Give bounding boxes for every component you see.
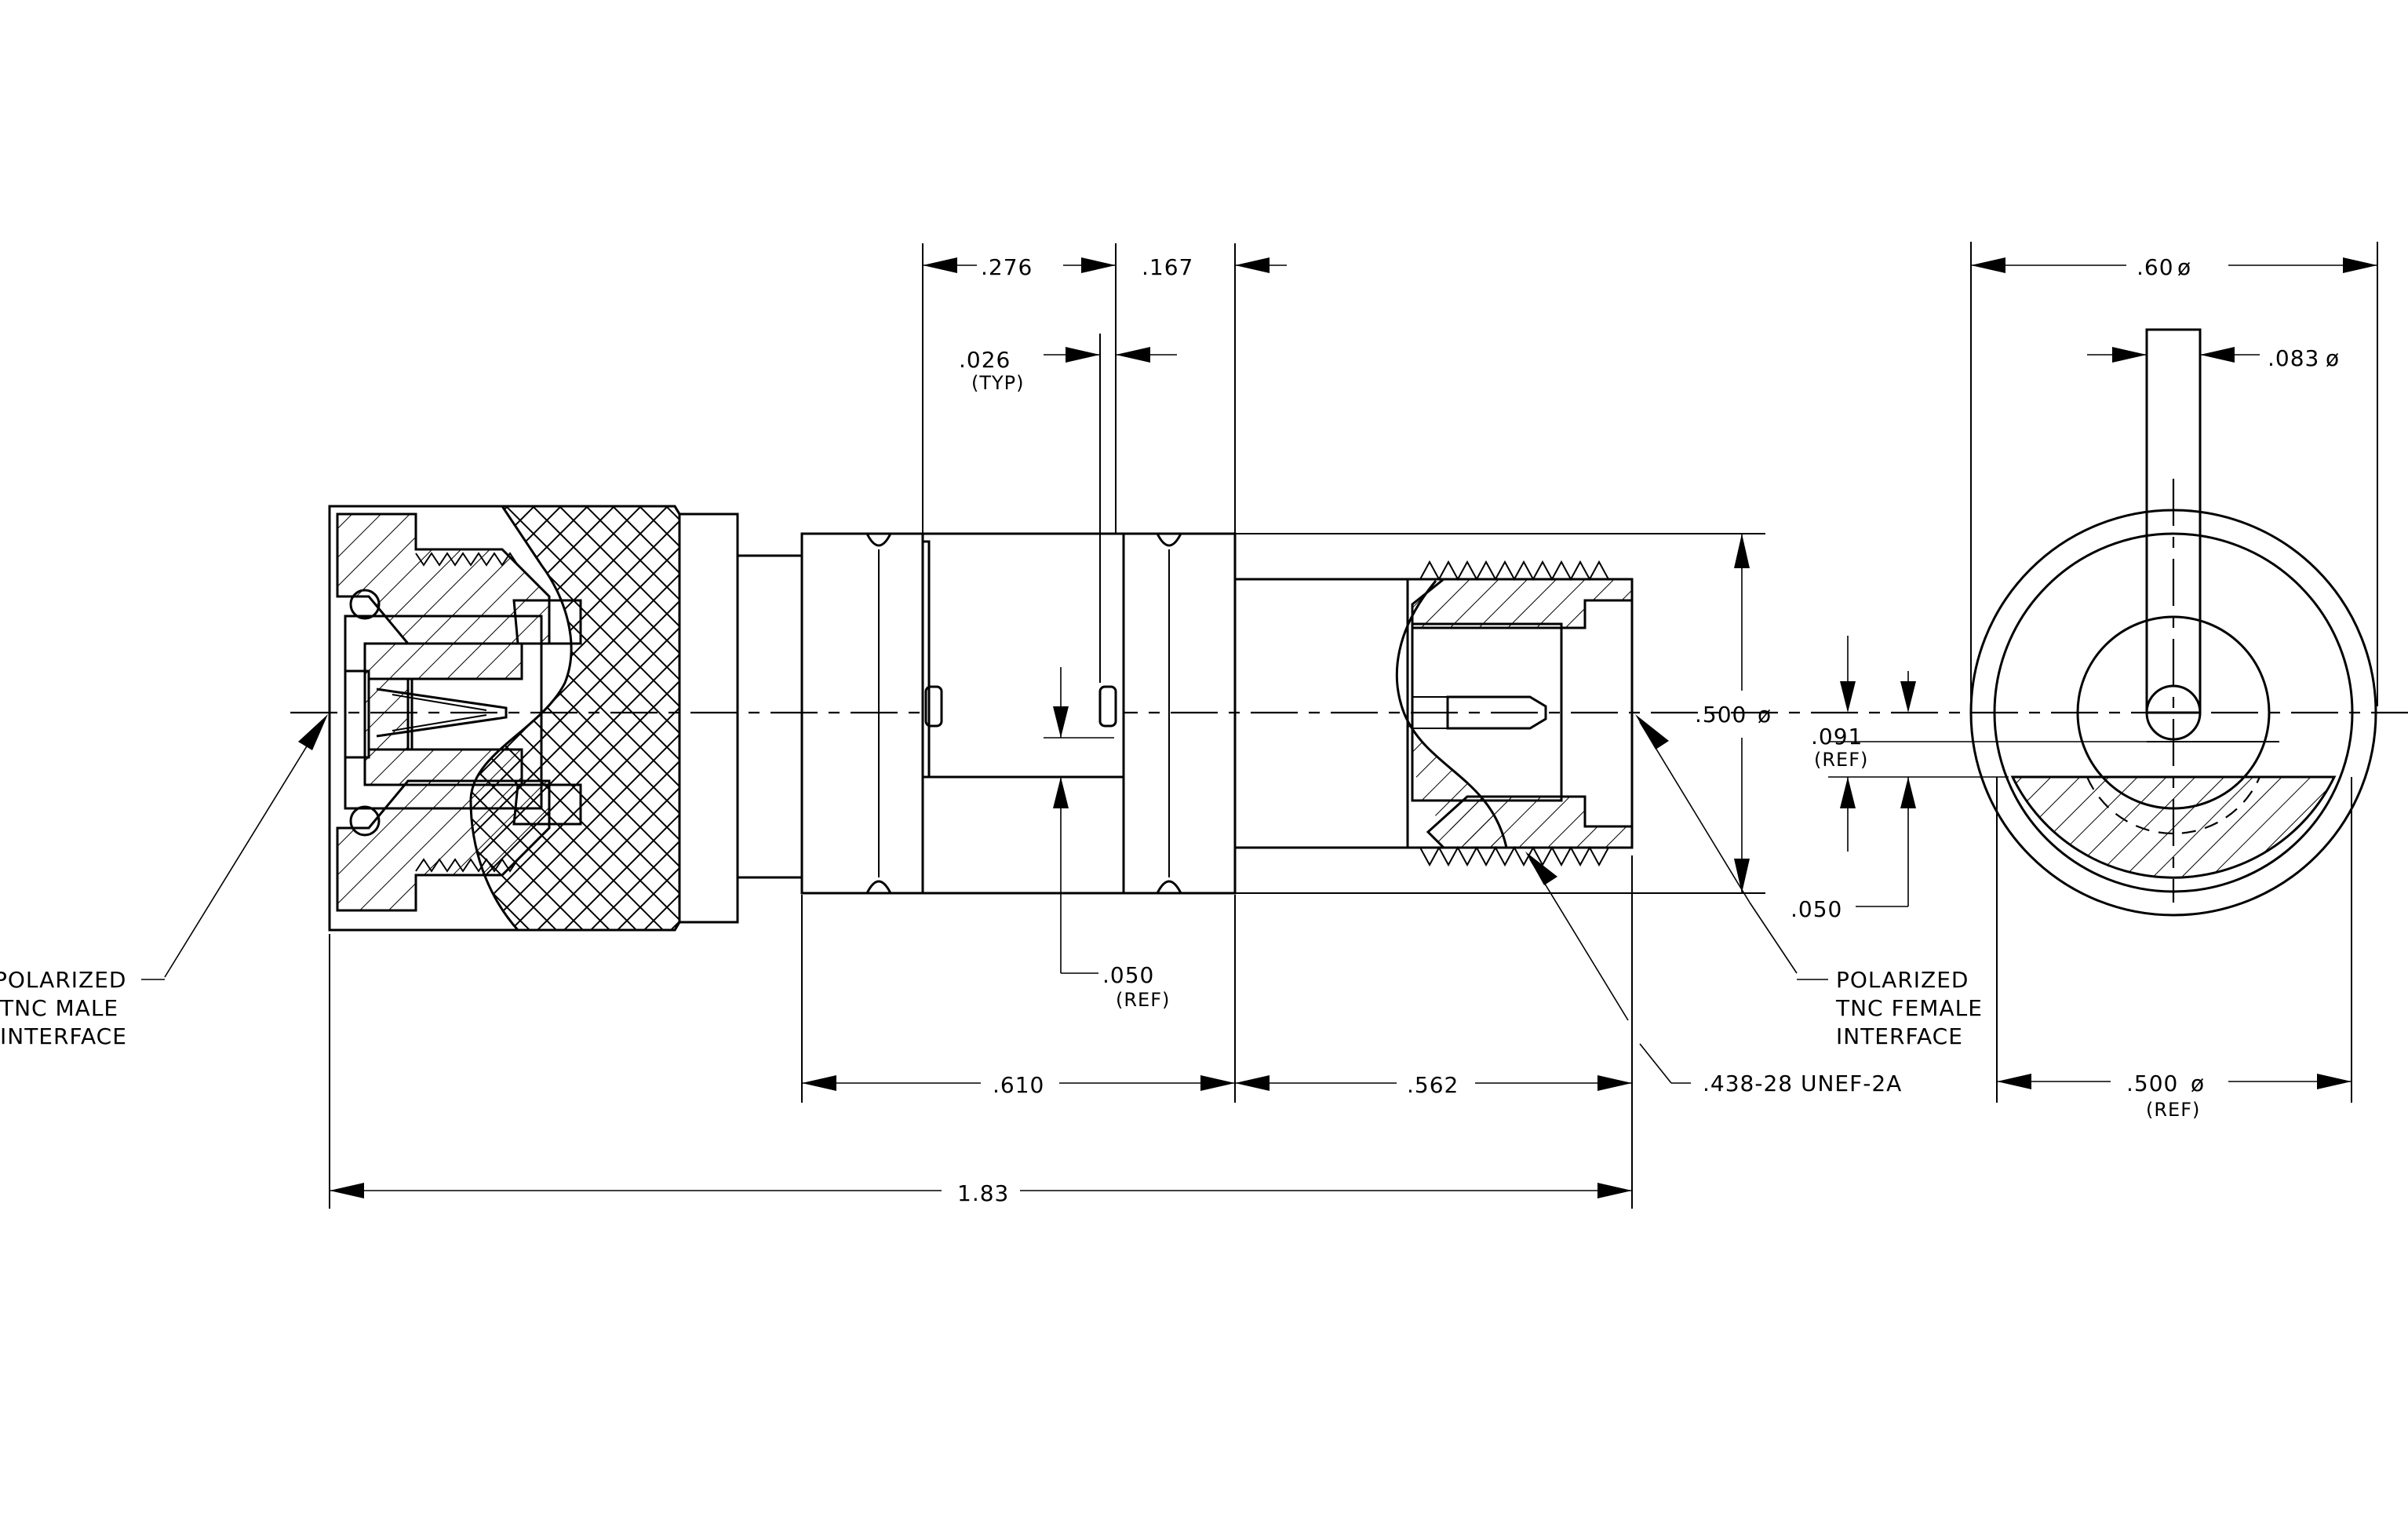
callout-labels: POLARIZED TNC MALE INTERFACE POLARIZED T… [0, 967, 1983, 1096]
dim-026-note: (TYP) [971, 372, 1025, 394]
dim-562: .562 [1407, 1072, 1459, 1098]
tnc-male-end [328, 505, 803, 932]
dim-500-dia-symbol: ø [1758, 702, 1772, 728]
female-interface-line3: INTERFACE [1836, 1023, 1963, 1049]
dim-610: .610 [993, 1072, 1044, 1098]
adapter-body [800, 532, 1237, 895]
dim-183: 1.83 [957, 1180, 1009, 1206]
dim-083-dia-symbol: ø [2326, 345, 2340, 371]
male-interface-line2: TNC MALE [0, 995, 118, 1021]
dim-083-dia: .083 [2268, 345, 2319, 371]
end-view [1969, 328, 2377, 917]
dim-091-note: (REF) [1814, 749, 1868, 771]
dim-500-ref-dia: .500 [2126, 1071, 2178, 1096]
dim-050-mid: .050 [1102, 962, 1154, 988]
dim-500-ref-dia-symbol: ø [2191, 1071, 2205, 1096]
dim-276: .276 [981, 254, 1033, 280]
thread-callout: .438-28 UNEF-2A [1703, 1071, 1902, 1096]
dim-167: .167 [1142, 254, 1193, 280]
male-interface-line1: POLARIZED [0, 967, 126, 993]
dimension-lines [164, 242, 2378, 1209]
female-interface-line2: TNC FEMALE [1835, 995, 1983, 1021]
dimension-labels: .276 .167 .026 (TYP) .500 ø .091 (REF) .… [957, 254, 2340, 1206]
female-interface-line1: POLARIZED [1836, 967, 1969, 993]
dim-026: .026 [959, 347, 1011, 373]
dim-60-dia: .60 [2137, 254, 2174, 280]
dim-500-ref-note: (REF) [2146, 1099, 2200, 1121]
dim-500-dia: .500 [1695, 702, 1747, 728]
tnc-female-end [1233, 560, 1634, 867]
male-interface-line3: INTERFACE [0, 1023, 127, 1049]
dim-050-right: .050 [1791, 896, 1842, 922]
dim-60-dia-symbol: ø [2177, 254, 2191, 280]
dim-091: .091 [1811, 724, 1863, 750]
dim-050-mid-note: (REF) [1116, 989, 1170, 1011]
